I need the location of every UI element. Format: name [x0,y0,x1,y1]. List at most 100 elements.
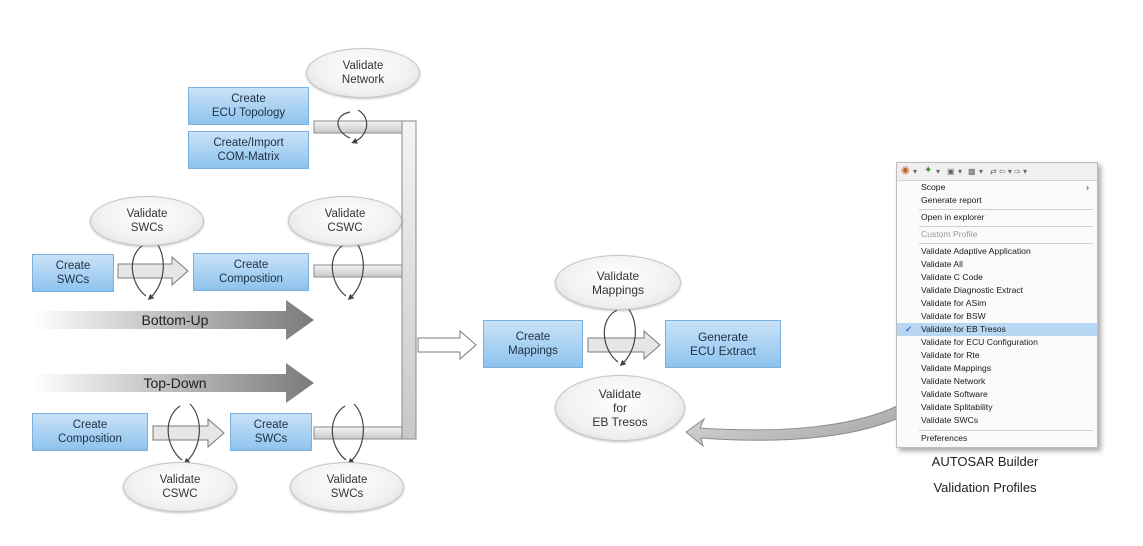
box-label: Create Composition [58,419,122,445]
dropdown-arrow-icon[interactable]: ▾ [913,167,918,176]
nav-icon[interactable]: ⇄ ⇦ ▾ ⇨ ▾ [990,167,1028,176]
box-label: Create Mappings [508,331,558,357]
box-label: Generate ECU Extract [689,330,756,358]
menu-item-preferences[interactable]: Preferences [897,432,1097,445]
profile-icon[interactable]: ◉ [901,165,910,176]
menu-item-profile[interactable]: Validate C Code [897,271,1097,284]
menu-item-label: Validate for BSW [921,311,986,321]
menu-item-scope[interactable]: Scope › [897,181,1097,194]
loop-network [337,109,368,142]
ellipse-label: Validate CSWC [159,474,201,500]
loop-swcs-bottom [331,403,364,462]
box-label: Create Composition [219,259,283,285]
menu-item-label: Validate for ASim [921,298,987,308]
menu-item-label: Validate Mappings [921,363,992,373]
menu-item-label: Validate Software [921,389,988,399]
menu-item-profile[interactable]: Validate Adaptive Application [897,245,1097,258]
feeder-bar-middle [313,264,407,278]
menu-item-label: Custom Profile [921,229,978,239]
box-generate-ecu-extract: Generate ECU Extract [665,320,781,368]
menu-item-profile[interactable]: Validate for Rte [897,349,1097,362]
menu-item-label: Open in explorer [921,212,985,222]
bottom-up-label: Bottom-Up [141,312,209,328]
box-label: Create ECU Topology [211,93,286,119]
dropdown-arrow-icon[interactable]: ▾ [958,167,963,176]
menu-item-label: Validate SWCs [921,415,979,425]
menu-item-profile[interactable]: Validate Mappings [897,362,1097,375]
menu-item-label: Validate C Code [921,272,983,282]
box-create-import-com-matrix: Create/Import COM-Matrix [188,131,309,169]
filter-icon[interactable]: ▩ [968,167,976,176]
box-create-swcs-bottom: Create SWCs [230,413,312,451]
ellipse-validate-network: Validate Network [306,48,420,98]
feeder-bar-top [313,120,407,134]
menu-item-profile-selected[interactable]: ✓ Validate for EB Tresos [897,323,1097,336]
menu-item-profile[interactable]: Validate for BSW [897,310,1097,323]
box-create-composition-top: Create Composition [193,253,309,291]
menu-item-label: Validate Network [921,376,986,386]
caption-title: AUTOSAR Builder [931,454,1039,469]
box-create-ecu-topology: Create ECU Topology [188,87,309,125]
menu-item-label: Generate report [921,195,982,205]
bottom-up-arrow [32,300,314,340]
arrow-composition-to-swcs [152,417,225,449]
arrow-swcs-to-composition [117,255,189,287]
validation-profiles-menu: ◉ ▾ ✦ ▾ ▣ ▾ ▩ ▾ ⇄ ⇦ ▾ ⇨ ▾ Scope › Generat… [896,162,1098,448]
menu-item-label: Validate Diagnostic Extract [921,285,1024,295]
menu-item-profile[interactable]: Validate for ASim [897,297,1097,310]
ellipse-label: Validate SWCs [326,474,368,500]
menu-item-profile[interactable]: Validate Network [897,375,1097,388]
config-icon[interactable]: ▣ [947,167,955,176]
ellipse-label: Validate Network [341,60,385,86]
menu-item-profile[interactable]: Validate for ECU Configuration [897,336,1097,349]
menu-item-label: Validate for Rte [921,350,980,360]
menu-item-label: Validate All [921,259,963,269]
menu-item-label: Validate Splitability [921,402,993,412]
top-down-label: Top-Down [143,375,207,391]
dropdown-arrow-icon[interactable]: ▾ [936,167,941,176]
submenu-chevron-icon: › [1086,182,1089,192]
menu-item-profile[interactable]: Validate All [897,258,1097,271]
menu-separator [919,209,1093,210]
ellipse-label: Validate SWCs [126,208,168,234]
menu-item-custom-profile: Custom Profile [897,228,1097,241]
box-label: Create SWCs [55,260,91,286]
arrow-collector-to-mappings [417,329,477,361]
menu-separator [919,226,1093,227]
menu-item-profile[interactable]: Validate Diagnostic Extract [897,284,1097,297]
dropdown-arrow-icon[interactable]: ▾ [979,167,984,176]
ellipse-validate-cswc-top: Validate CSWC [288,196,402,246]
top-down-arrow [32,363,314,403]
menu-item-label: Validate for EB Tresos [921,324,1006,334]
loop-mappings [603,305,636,364]
menu-separator [919,430,1093,431]
ellipse-label: Validate Mappings [591,268,645,297]
feeder-bar-bottom [313,426,407,440]
menu-item-label: Scope [921,182,946,192]
box-create-mappings: Create Mappings [483,320,583,368]
run-icon[interactable]: ✦ [924,165,933,176]
box-label: Create/Import COM-Matrix [213,137,284,163]
caption-subtitle: Validation Profiles [933,480,1037,495]
menu-item-profile[interactable]: Validate Software [897,388,1097,401]
menu-item-label: Validate for ECU Configuration [921,337,1038,347]
menu-item-profile[interactable]: Validate Splitability [897,401,1097,414]
ellipse-label: Validate for EB Tresos [592,387,648,429]
menu-item-profile[interactable]: Validate SWCs [897,414,1097,427]
box-label: Create SWCs [253,419,289,445]
ellipse-label: Validate CSWC [324,208,366,234]
ellipse-validate-swcs-top: Validate SWCs [90,196,204,246]
menu-toolbar: ◉ ▾ ✦ ▾ ▣ ▾ ▩ ▾ ⇄ ⇦ ▾ ⇨ ▾ [897,163,1097,181]
ellipse-validate-mappings: Validate Mappings [555,255,681,310]
menu-item-generate-report[interactable]: Generate report [897,194,1097,207]
arrow-mappings-to-extract [587,329,661,361]
ellipse-validate-cswc-bottom: Validate CSWC [123,462,237,512]
loop-cswc-bottom [167,403,200,462]
menu-item-open-in-explorer[interactable]: Open in explorer [897,211,1097,224]
box-create-composition-bottom: Create Composition [32,413,148,451]
ellipse-validate-swcs-bottom: Validate SWCs [290,462,404,512]
checkmark-icon: ✓ [905,324,913,334]
menu-item-label: Preferences [921,433,968,443]
box-create-swcs-top: Create SWCs [32,254,114,292]
